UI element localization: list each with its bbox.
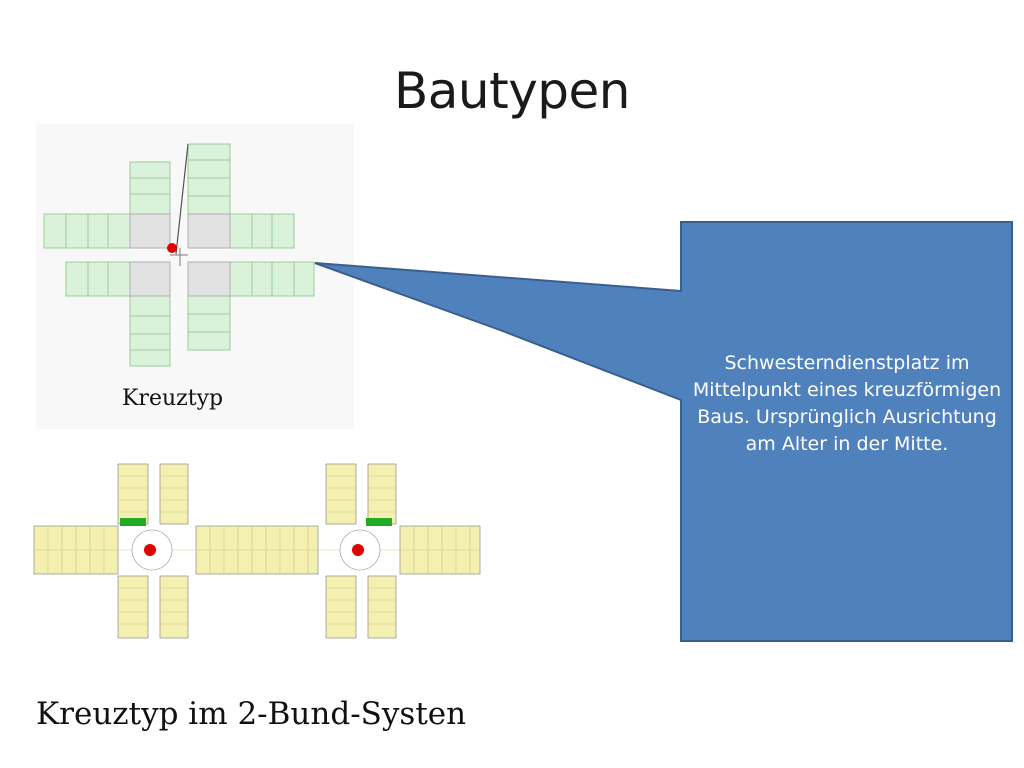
left-nurse-station-marker (144, 544, 156, 556)
left-cross-green-marker (120, 518, 146, 526)
kreuztyp-label: Kreuztyp (122, 386, 224, 411)
kreuztyp-2-bund-label: Kreuztyp im 2-Bund-Systen (36, 696, 467, 732)
callout-text: Schwesterndienstplatz im Mittelpunkt ein… (692, 352, 1002, 455)
right-cross-green-marker (366, 518, 392, 526)
nurse-station-marker (167, 243, 177, 253)
slide-title: Bautypen (393, 62, 631, 120)
kreuztyp-2-bund-floor-plan (30, 456, 485, 646)
kreuztyp-plan-drawing (43, 143, 315, 367)
kreuztyp-floor-plan (36, 124, 354, 429)
right-nurse-station-marker (352, 544, 364, 556)
two-bund-plan-drawing (33, 463, 481, 639)
